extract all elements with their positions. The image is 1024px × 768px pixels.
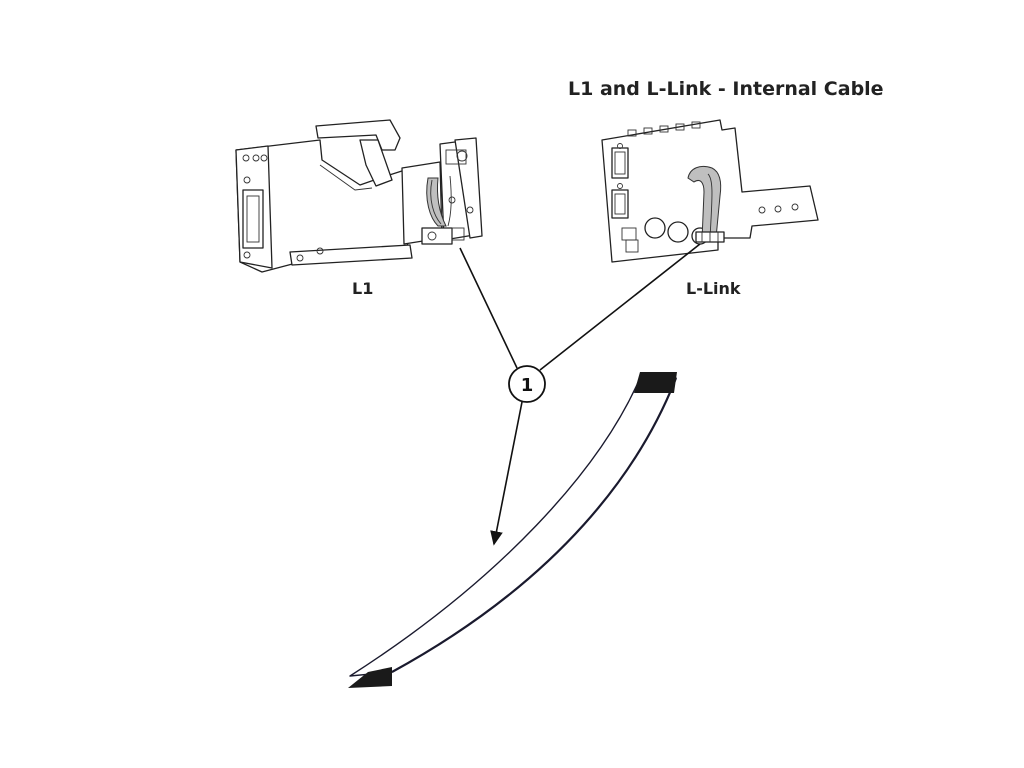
callout-1: 1: [508, 365, 546, 403]
flat-ribbon-cable: [348, 372, 678, 688]
leader-to-cable: [490, 401, 523, 546]
diagram-title: L1 and L-Link - Internal Cable: [568, 78, 884, 100]
leader-to-l-link: [539, 243, 701, 371]
callout-number: 1: [521, 375, 534, 396]
l1-unit-illustration: [235, 119, 483, 273]
leader-to-l1: [459, 247, 518, 369]
cable-bottom-contact: [348, 667, 392, 688]
l-link-board-illustration: [601, 119, 819, 263]
cable-top-contact: [634, 372, 677, 393]
l1-label: L1: [352, 279, 373, 298]
l-link-label: L-Link: [686, 279, 741, 298]
